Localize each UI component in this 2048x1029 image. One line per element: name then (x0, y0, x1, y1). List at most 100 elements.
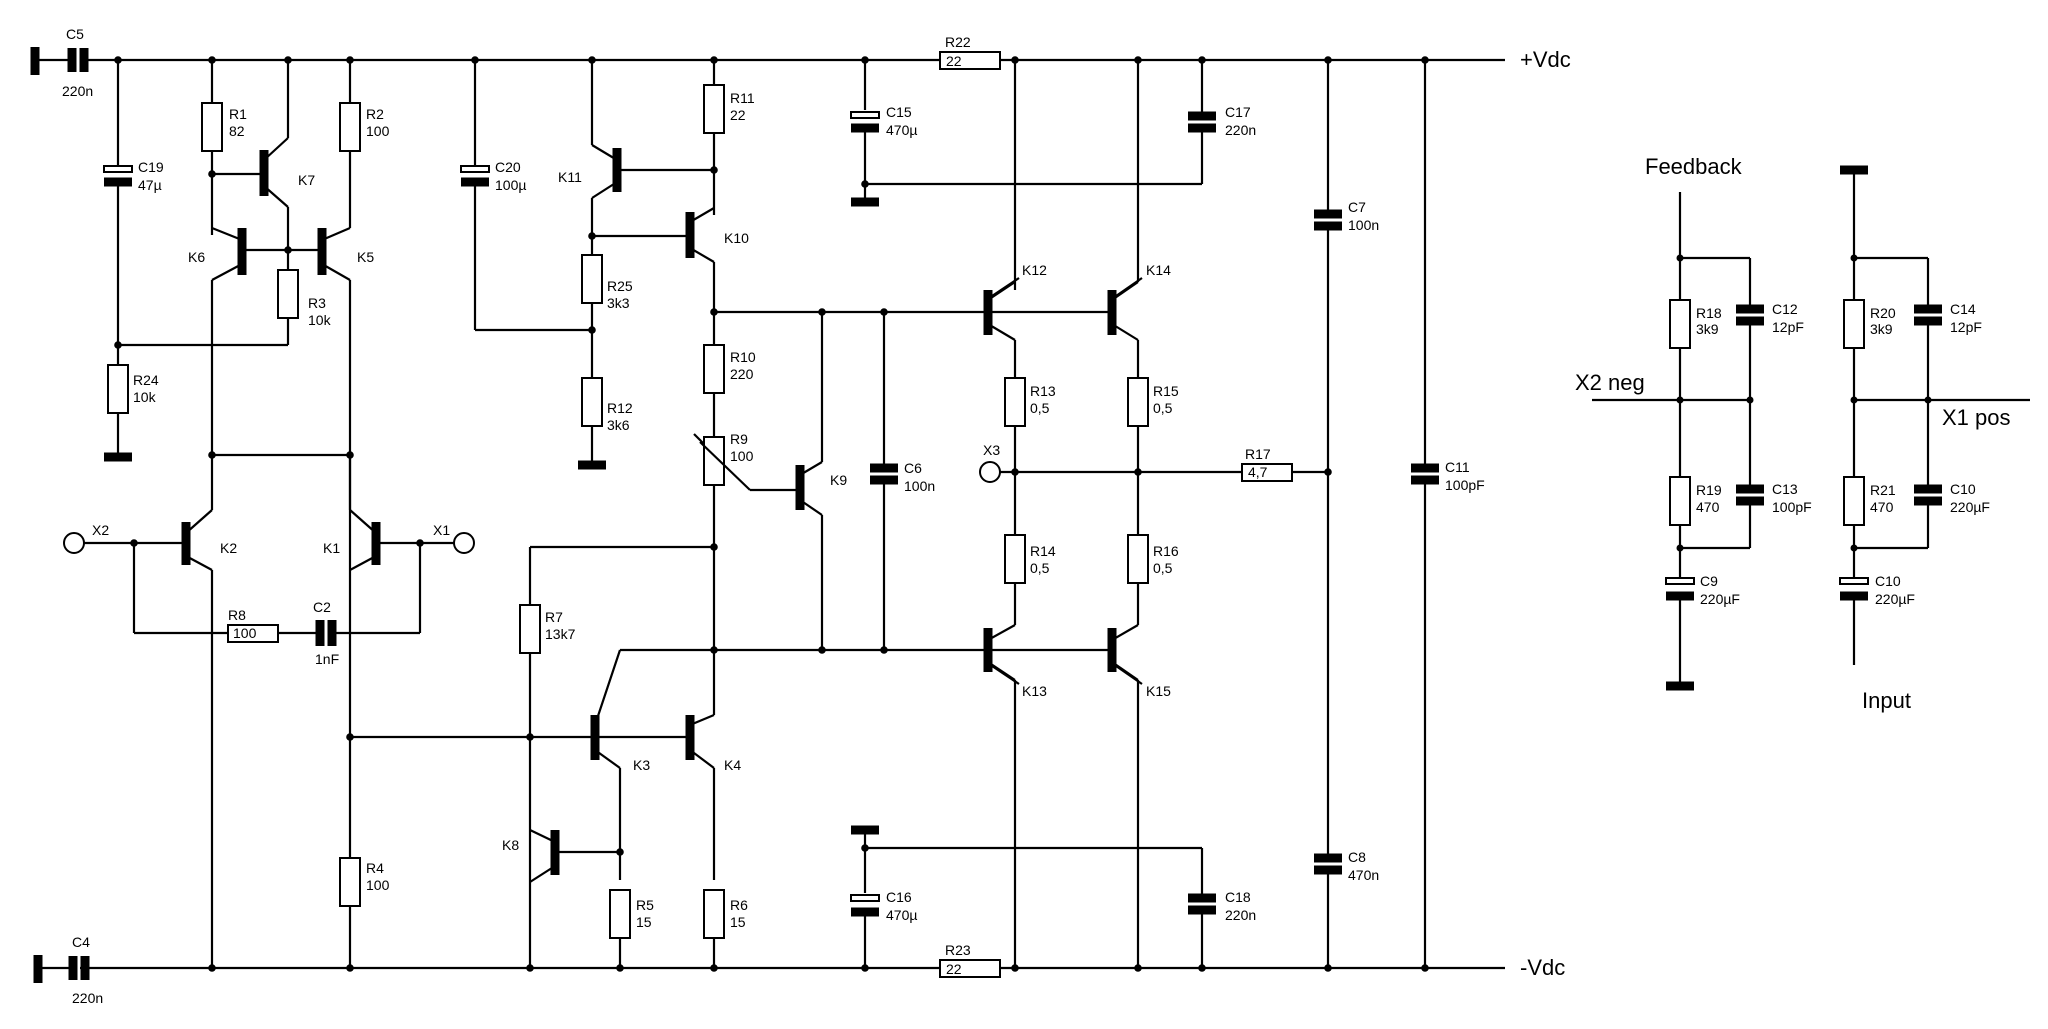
capacitor-c6: C7 100n (1314, 199, 1379, 233)
svg-text:15: 15 (730, 914, 746, 930)
svg-text:12pF: 12pF (1950, 319, 1982, 335)
transistor-k9: K9 (795, 461, 847, 516)
neg-rail-label: -Vdc (1520, 955, 1565, 980)
x2neg-label: X2 neg (1575, 370, 1645, 395)
resistor-r2: R2 100 (339, 102, 390, 152)
capacitor-c5: C5 220n (30, 26, 93, 99)
svg-text:0,5: 0,5 (1030, 400, 1050, 416)
svg-text:C14: C14 (1950, 301, 1976, 317)
resistor-r8: R8 100 (227, 607, 279, 643)
svg-text:R21: R21 (1870, 482, 1896, 498)
svg-text:22: 22 (730, 107, 746, 123)
svg-text:K13: K13 (1022, 683, 1047, 699)
svg-text:R4: R4 (366, 860, 384, 876)
svg-text:K15: K15 (1146, 683, 1171, 699)
resistor-r10: R10 220 (703, 344, 756, 394)
svg-text:R20: R20 (1870, 305, 1896, 321)
resistor-r18: R18 3k9 (1669, 299, 1722, 349)
transistor-k10: K10 (685, 207, 749, 263)
capacitor-c4: C4 220n (33, 934, 103, 1006)
resistor-r13: R13 0,5 (1004, 377, 1056, 427)
svg-text:3k3: 3k3 (607, 295, 630, 311)
capacitor-c17: C17 220n (1188, 104, 1256, 138)
transistor-k3: K3 (590, 649, 650, 773)
transistor-k11: K11 (558, 144, 622, 199)
resistor-r22: R22 22 (939, 34, 1001, 70)
capacitor-c12: C13 100pF (1736, 481, 1812, 515)
capacitor-c2: C2 1nF (313, 599, 339, 667)
resistor-r19: R19 470 (1669, 476, 1722, 526)
terminal-x3[interactable]: X3 (979, 442, 1001, 483)
c5-name: C5 (66, 26, 84, 42)
capacitor-c14: C10 220µF (1914, 481, 1990, 515)
resistor-r3: R3 10k (277, 269, 332, 328)
svg-text:R19: R19 (1696, 482, 1722, 498)
transistor-k1: K1 (323, 509, 381, 571)
capacitor-c9: C9 220µF (1665, 573, 1740, 607)
transistor-k4: K4 (685, 713, 741, 773)
svg-text:220µF: 220µF (1950, 499, 1990, 515)
svg-text:R24: R24 (133, 372, 159, 388)
svg-text:R1: R1 (229, 106, 247, 122)
svg-text:10k: 10k (308, 312, 332, 328)
svg-text:15: 15 (636, 914, 652, 930)
transistor-k12: K12 (983, 262, 1047, 341)
svg-text:C13: C13 (1772, 481, 1798, 497)
capacitor-c3: C6 100n (870, 460, 935, 494)
svg-text:22: 22 (946, 53, 962, 69)
svg-text:R2: R2 (366, 106, 384, 122)
svg-text:R18: R18 (1696, 305, 1722, 321)
svg-text:100pF: 100pF (1445, 477, 1485, 493)
svg-text:R22: R22 (945, 34, 971, 50)
svg-text:470n: 470n (1348, 867, 1379, 883)
svg-text:R17: R17 (1245, 446, 1271, 462)
svg-text:10k: 10k (133, 389, 157, 405)
svg-text:R16: R16 (1153, 543, 1179, 559)
svg-text:K9: K9 (830, 472, 847, 488)
svg-text:100n: 100n (1348, 217, 1379, 233)
svg-text:R12: R12 (607, 400, 633, 416)
svg-text:R9: R9 (730, 431, 748, 447)
svg-text:R7: R7 (545, 609, 563, 625)
svg-text:C6: C6 (904, 460, 922, 476)
transistor-k7: K7 (259, 137, 315, 208)
resistor-r11: R11 22 (703, 84, 755, 134)
svg-text:X1: X1 (433, 522, 450, 538)
svg-text:100pF: 100pF (1772, 499, 1812, 515)
pos-rail-label: +Vdc (1520, 47, 1571, 72)
svg-text:220: 220 (730, 366, 754, 382)
capacitor-c7: C8 470n (1314, 849, 1379, 883)
c10-value: 220µF (1875, 591, 1915, 607)
svg-text:K1: K1 (323, 540, 340, 556)
resistor-r14: R14 0,5 (1004, 534, 1056, 584)
svg-text:12pF: 12pF (1772, 319, 1804, 335)
svg-text:K10: K10 (724, 230, 749, 246)
svg-text:C19: C19 (138, 159, 164, 175)
svg-text:R5: R5 (636, 897, 654, 913)
svg-text:R13: R13 (1030, 383, 1056, 399)
svg-text:C2: C2 (313, 599, 331, 615)
svg-text:C8: C8 (1348, 849, 1366, 865)
terminal-x1[interactable]: X1 (433, 522, 475, 554)
svg-text:R11: R11 (730, 90, 755, 106)
svg-text:470µ: 470µ (886, 122, 917, 138)
svg-text:K6: K6 (188, 249, 205, 265)
resistor-r4: R4 100 (339, 857, 390, 907)
transistor-k8: K8 (502, 829, 560, 883)
feedback-label: Feedback (1645, 154, 1743, 179)
svg-text:R8: R8 (228, 607, 246, 623)
capacitor-c13: C14 12pF (1914, 301, 1982, 335)
svg-text:K14: K14 (1146, 262, 1171, 278)
svg-text:R3: R3 (308, 295, 326, 311)
transistor-k2: K2 (181, 509, 237, 571)
svg-text:K11: K11 (558, 169, 582, 185)
svg-text:X3: X3 (983, 442, 1000, 458)
svg-text:470µ: 470µ (886, 907, 917, 923)
svg-text:R23: R23 (945, 942, 971, 958)
svg-text:K4: K4 (724, 757, 741, 773)
capacitor-c10: C10 C9 C10 220µF (1839, 573, 1915, 607)
terminal-x2[interactable]: X2 (63, 522, 109, 554)
svg-text:R10: R10 (730, 349, 756, 365)
resistor-r9-trimmer: R9 100 (693, 431, 754, 491)
